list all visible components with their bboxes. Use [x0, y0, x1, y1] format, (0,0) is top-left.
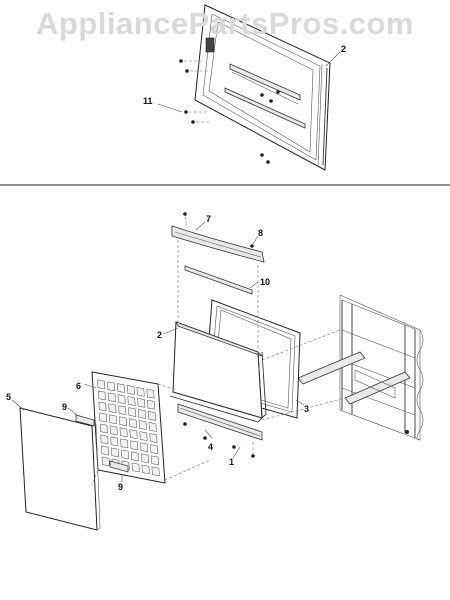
grid-cell — [119, 416, 127, 427]
callout-handle: 7 — [206, 214, 211, 224]
grid-cell — [138, 409, 147, 419]
grid-cell — [141, 464, 150, 475]
cabinet-frame — [297, 294, 424, 441]
handle-screw-left — [183, 212, 187, 216]
grid-cell — [127, 396, 136, 406]
grid-cell — [139, 431, 148, 442]
grid-cell — [97, 390, 106, 401]
right-slide-rail — [344, 371, 411, 405]
grid-cell — [98, 401, 107, 412]
grid-cell — [117, 394, 126, 405]
panel-clips: 9 9 — [62, 402, 129, 492]
grid-cell — [140, 453, 149, 464]
grid-cell — [116, 383, 125, 393]
door-handle: 7 8 — [171, 212, 265, 350]
handle-screw-right — [250, 244, 254, 248]
grid-cell — [97, 379, 106, 390]
upper-door-rail — [229, 63, 301, 101]
grid-cell — [128, 418, 137, 429]
grid-cell — [109, 414, 117, 425]
drawer-front-panel: 5 — [6, 392, 101, 531]
grid-cell — [151, 466, 160, 477]
callout-insulation: 6 — [76, 381, 81, 391]
grid-cell — [101, 445, 110, 456]
upper-door-lower-rail — [224, 87, 306, 129]
upper-clip — [75, 414, 95, 427]
grid-cell — [130, 451, 139, 462]
left-slide-rail — [297, 351, 366, 385]
callout-bracket-screw: 1 — [229, 457, 234, 467]
grid-cell — [150, 455, 159, 466]
callout-handle-screw: 8 — [258, 228, 263, 238]
callout-trim: 10 — [260, 277, 270, 287]
grid-cell — [108, 403, 117, 414]
inner-door-panel: 2 — [157, 321, 267, 423]
grid-cell — [120, 438, 129, 449]
grid-cell — [137, 398, 146, 408]
grid-cell — [107, 392, 116, 403]
lower-clip — [109, 460, 129, 473]
grid-cell — [111, 447, 119, 458]
grid-cell — [138, 420, 147, 430]
grid-cell — [147, 410, 156, 421]
upper-door-frame — [194, 4, 331, 171]
grid-cell — [140, 442, 149, 453]
upper-door-hinge — [205, 37, 215, 53]
grid-cell — [126, 385, 135, 395]
grid-cell — [119, 427, 128, 438]
callout-inner-door: 2 — [157, 330, 162, 340]
grid-cell — [148, 422, 157, 432]
grid-cell — [146, 388, 155, 399]
grid-cell — [130, 440, 139, 451]
grid-cell — [110, 436, 119, 447]
grid-cell — [101, 456, 110, 467]
grid-cell — [107, 381, 116, 392]
callout-gasket: 3 — [304, 404, 309, 414]
grid-cell — [118, 405, 127, 416]
grid-cell — [147, 399, 156, 410]
bottom-bracket: 4 1 — [177, 403, 263, 467]
upper-door-assembly: 2 11 — [143, 4, 346, 171]
callout-bracket: 4 — [208, 442, 213, 452]
grid-cell — [109, 425, 118, 436]
grid-cell — [150, 444, 159, 455]
callout-clip-lower: 9 — [118, 482, 123, 492]
callout-upper-screws: 11 — [143, 96, 153, 106]
grid-cell — [128, 407, 137, 417]
grid-cell — [129, 429, 138, 440]
grid-cell — [99, 412, 108, 423]
handle-trim: 10 — [184, 265, 270, 295]
callout-pan-front: 5 — [6, 392, 11, 402]
callout-upper-door: 2 — [341, 44, 346, 54]
grid-cell — [149, 433, 158, 444]
upper-door-screws — [179, 59, 280, 164]
grid-cell — [136, 386, 145, 397]
insulation-grid: 6 — [76, 371, 166, 484]
grid-cell — [100, 434, 109, 445]
grid-cell — [121, 449, 129, 460]
callout-clip-upper: 9 — [62, 402, 67, 412]
grid-cell — [99, 423, 108, 434]
grid-cell — [131, 462, 140, 473]
